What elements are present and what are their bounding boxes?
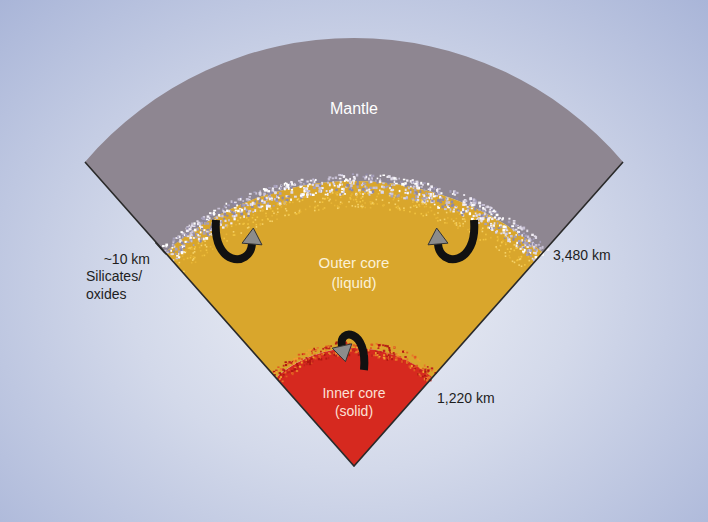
layer-name: Mantle [244, 99, 464, 120]
wedge-edge [85, 162, 623, 466]
convection-arrow [428, 220, 474, 259]
layer-fill [276, 348, 432, 466]
radius-label: 1,220 km [437, 389, 527, 407]
thickness-label: ~10 km [84, 250, 150, 268]
layer-label: Silicates/ oxides [86, 267, 162, 303]
layer-name: Outer core (liquid) [299, 253, 409, 292]
boundary-speckles [162, 173, 549, 382]
radius-label: 3,480 km [553, 246, 643, 264]
convection-arrow [332, 335, 364, 370]
thickness-bracket [155, 242, 166, 254]
layer-name: Inner core (solid) [308, 384, 400, 420]
convection-arrow [216, 220, 262, 259]
